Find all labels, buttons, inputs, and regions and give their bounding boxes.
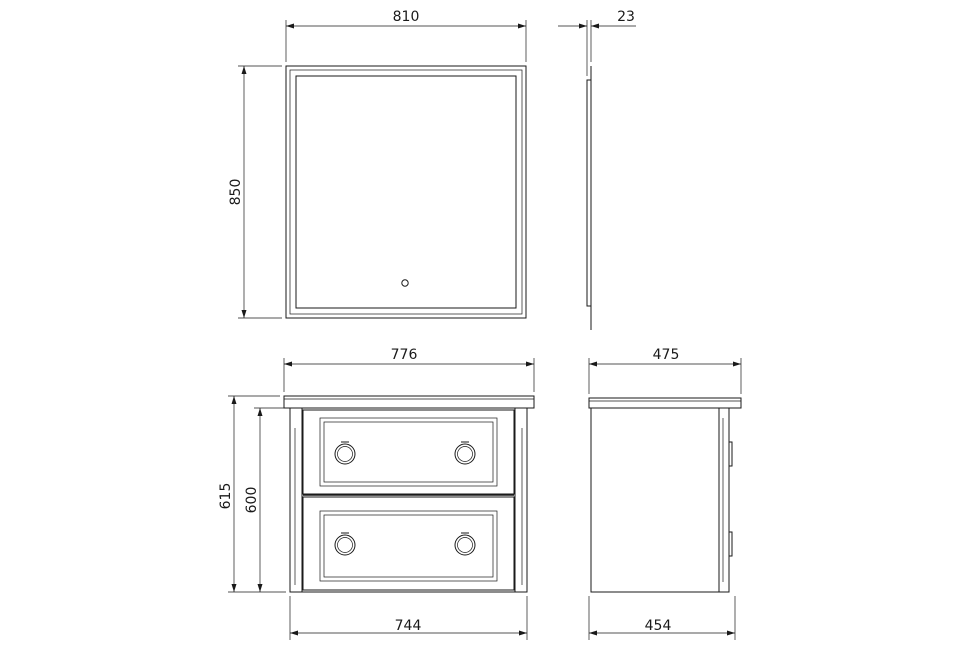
- dim-body-depth: [588, 596, 736, 640]
- ring-handle-icon: [334, 532, 356, 556]
- mirror-front-view: [285, 65, 527, 319]
- dim-total-height: [228, 395, 286, 593]
- body-height-label: 600: [244, 487, 260, 514]
- dim-top-depth: [588, 358, 742, 394]
- top-depth-label: 475: [653, 347, 680, 363]
- dim-mirror-width: [285, 20, 527, 62]
- dim-mirror-height: [238, 65, 282, 319]
- dim-body-height: [254, 407, 286, 592]
- touch-switch-icon: [401, 279, 409, 287]
- dim-mirror-depth: [558, 20, 636, 76]
- ring-handle-icon: [454, 441, 476, 465]
- dim-body-width: [289, 596, 528, 640]
- mirror-side-view: [586, 66, 592, 330]
- total-height-label: 615: [218, 483, 234, 510]
- cabinet-side-view: [588, 397, 742, 593]
- body-width-label: 744: [395, 618, 422, 634]
- mirror-height-label: 850: [228, 179, 244, 206]
- cabinet-front-view: [283, 395, 535, 593]
- ring-handle-icon: [454, 532, 476, 556]
- mirror-depth-label: 23: [617, 9, 635, 25]
- body-depth-label: 454: [645, 618, 672, 634]
- dim-top-width: [283, 358, 535, 392]
- top-width-label: 776: [391, 347, 418, 363]
- ring-handle-icon: [334, 441, 356, 465]
- mirror-width-label: 810: [393, 9, 420, 25]
